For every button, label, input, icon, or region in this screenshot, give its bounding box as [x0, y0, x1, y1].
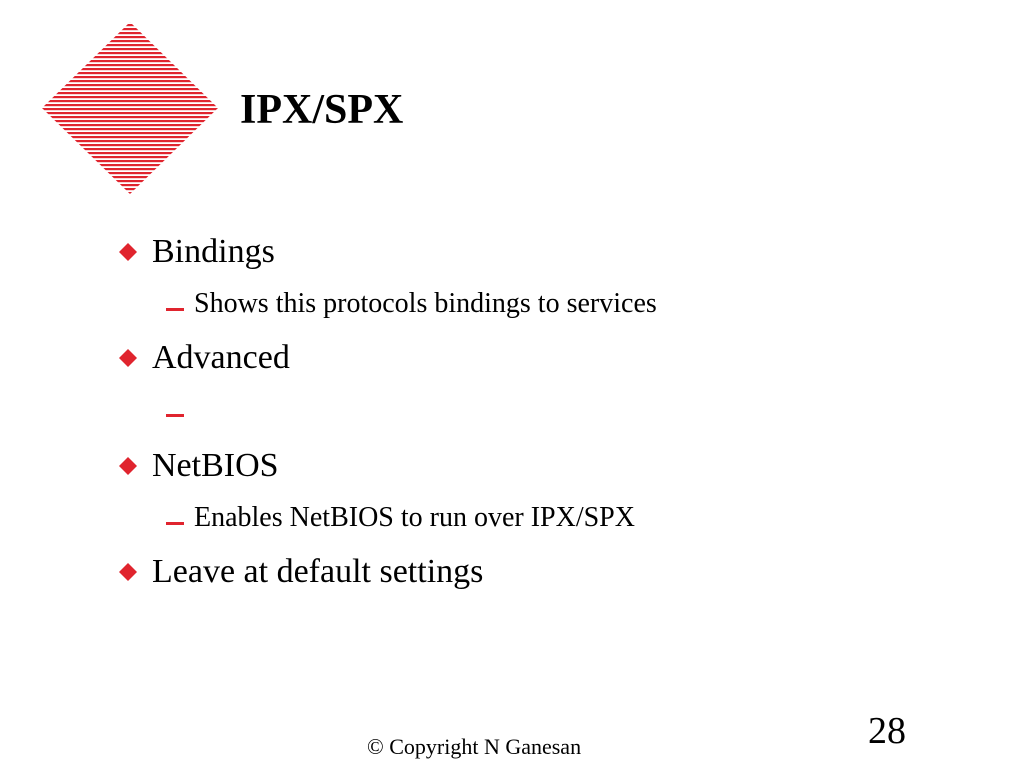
bullet-item: NetBIOS [118, 442, 279, 490]
bullet-text: Advanced [152, 339, 290, 376]
slide-title: IPX/SPX [240, 87, 404, 133]
sub-bullet-item: Enables NetBIOS to run over IPX/SPX [166, 498, 635, 538]
copyright-footer: © Copyright N Ganesan [367, 734, 582, 759]
sub-bullet-item [166, 390, 194, 430]
striped-red-diamond-icon [42, 22, 218, 194]
sub-bullet-item: Shows this protocols bindings to service… [166, 284, 657, 324]
sub-bullet-text: Enables NetBIOS to run over IPX/SPX [194, 502, 635, 533]
red-dash-icon [166, 307, 184, 311]
bullet-item: Leave at default settings [118, 548, 483, 596]
bullet-item: Advanced [118, 334, 290, 382]
bullet-item: Bindings [118, 228, 275, 276]
bullet-text: NetBIOS [152, 447, 279, 484]
bullet-text: Leave at default settings [152, 553, 484, 590]
red-diamond-bullet-icon [118, 562, 138, 582]
bullet-text: Bindings [152, 233, 275, 270]
sub-bullet-text: Shows this protocols bindings to service… [194, 288, 657, 319]
red-diamond-bullet-icon [118, 348, 138, 368]
page-number: 28 [868, 710, 906, 752]
red-dash-icon [166, 413, 184, 417]
red-dash-icon [166, 521, 184, 525]
red-diamond-bullet-icon [118, 456, 138, 476]
red-diamond-bullet-icon [118, 242, 138, 262]
